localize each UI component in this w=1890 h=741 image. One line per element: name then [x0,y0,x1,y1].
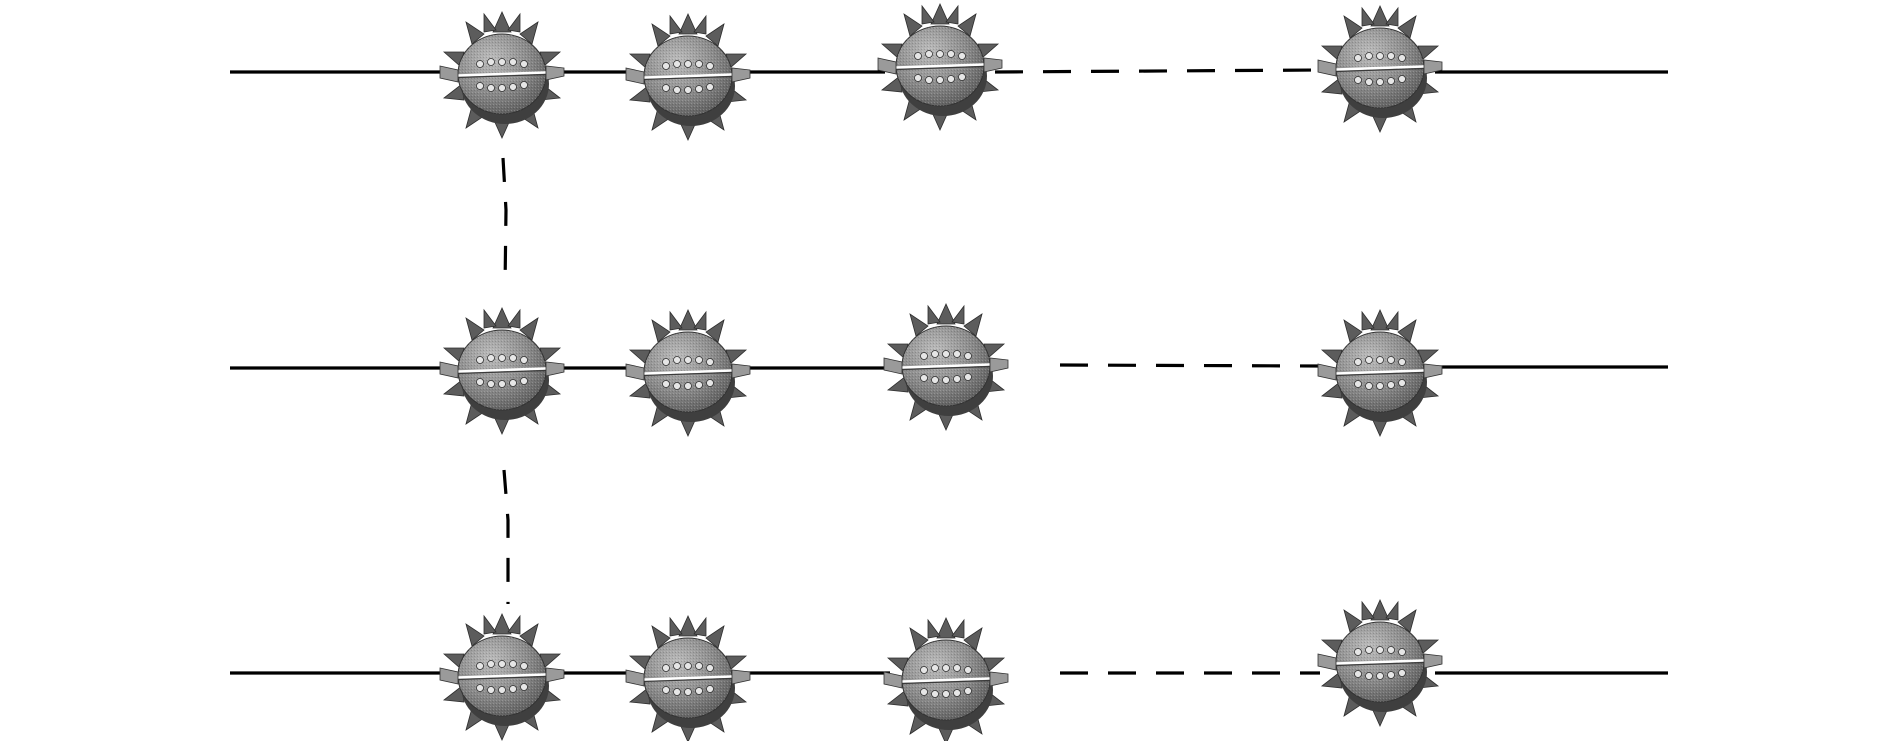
spiked-hub-icon[interactable] [438,612,566,741]
spiked-hub-icon[interactable] [438,306,566,436]
spiked-hub-icon[interactable] [624,308,752,438]
row-3 [230,598,1668,741]
vertical-link-2-3 [502,469,510,604]
wire-dashed-gap [994,68,1321,74]
spiked-hub-icon[interactable] [882,302,1010,432]
wire-dashed-gap [1059,363,1321,368]
row-2 [230,302,1668,438]
vertical-links [501,157,510,604]
row-1 [230,2,1668,142]
spiked-hub-icon[interactable] [882,616,1010,741]
spiked-hub-icon[interactable] [876,2,1004,132]
spiked-hub-icon[interactable] [1316,308,1444,438]
spiked-hub-icon[interactable] [438,10,566,140]
spiked-hub-icon[interactable] [1316,4,1444,134]
vertical-link-1-2 [501,157,508,289]
spiked-hub-icon[interactable] [1316,598,1444,728]
spiked-hub-icon[interactable] [624,12,752,142]
spiked-hub-icon[interactable] [624,614,752,741]
